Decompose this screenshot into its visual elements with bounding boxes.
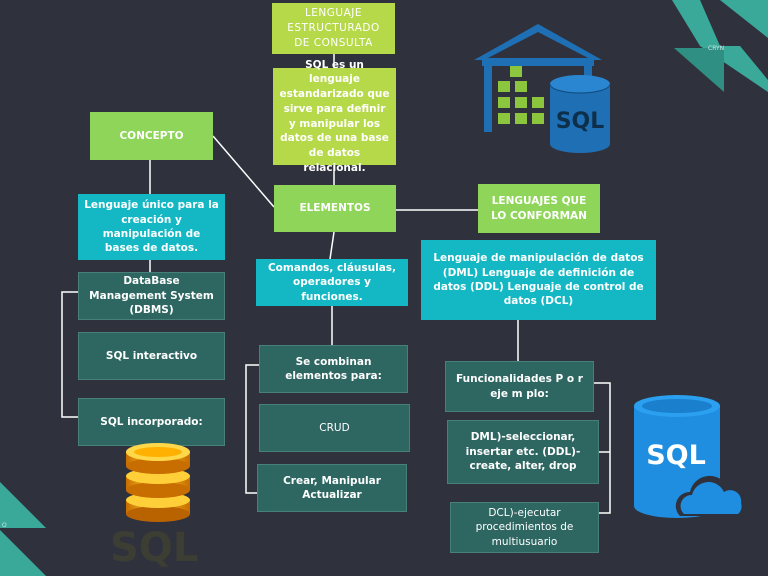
lenguajes-description-box: Lenguaje de manipulación de datos (DML) … xyxy=(421,240,656,320)
concepto-description-box: Lenguaje único para la creación y manipu… xyxy=(78,194,225,260)
combine-item-crud: CRUD xyxy=(259,404,410,452)
bracket-func-items xyxy=(594,382,611,514)
cloud-db-sql-label: SQL xyxy=(646,440,706,471)
connector-elementos-description xyxy=(329,231,335,260)
corner-triangle-top-1 xyxy=(672,0,720,46)
combine-item-crear: Crear, Manipular Actualizar xyxy=(257,464,407,512)
corner-triangle-top-4 xyxy=(674,48,724,92)
corner-triangle-top-2 xyxy=(720,0,768,38)
bracket-concepto-items xyxy=(61,291,78,418)
corner-mark-top: CRYN xyxy=(708,45,725,52)
title-box: LENGUAJE ESTRUCTURADO DE CONSULTA xyxy=(272,3,395,54)
definition-box: SQL es un lenguaje estandarizado que sir… xyxy=(273,59,396,174)
connector-concepto-elementos xyxy=(212,135,275,208)
corner-triangle-bottom-1 xyxy=(0,482,46,528)
elementos-description-box: Comandos, cláusulas, operadores y funcio… xyxy=(256,259,408,306)
cloud-database-icon: SQL xyxy=(634,395,749,518)
warehouse-database-icon: SQL xyxy=(474,24,611,153)
concepto-item-sql-incorporado: SQL incorporado: xyxy=(78,398,225,446)
database-stack-sql-label: SQL xyxy=(110,525,199,571)
warehouse-sql-label: SQL xyxy=(556,109,605,134)
concepto-item-sql-interactivo: SQL interactivo xyxy=(78,332,225,380)
func-heading-box: Funcionalidades P o r eje m plo: xyxy=(445,361,594,412)
combine-heading-box: Se combinan elementos para: xyxy=(259,345,408,393)
bracket-combine-items xyxy=(245,364,259,494)
func-item-dcl: DCL)-ejecutar procedimientos de multiusu… xyxy=(450,502,599,553)
corner-mark-bottom: O xyxy=(2,522,7,529)
concepto-heading-box: CONCEPTO xyxy=(90,112,213,160)
database-stack-icon xyxy=(126,443,190,522)
func-item-dml-ddl: DML)-seleccionar, insertar etc. (DDL)-cr… xyxy=(447,420,599,484)
lenguajes-heading-box: LENGUAJES QUE LO CONFORMAN xyxy=(478,184,600,233)
elementos-heading-box: ELEMENTOS xyxy=(274,185,396,232)
corner-triangle-bottom-2 xyxy=(0,530,46,576)
concepto-item-dbms: DataBase Management System (DBMS) xyxy=(78,272,225,320)
